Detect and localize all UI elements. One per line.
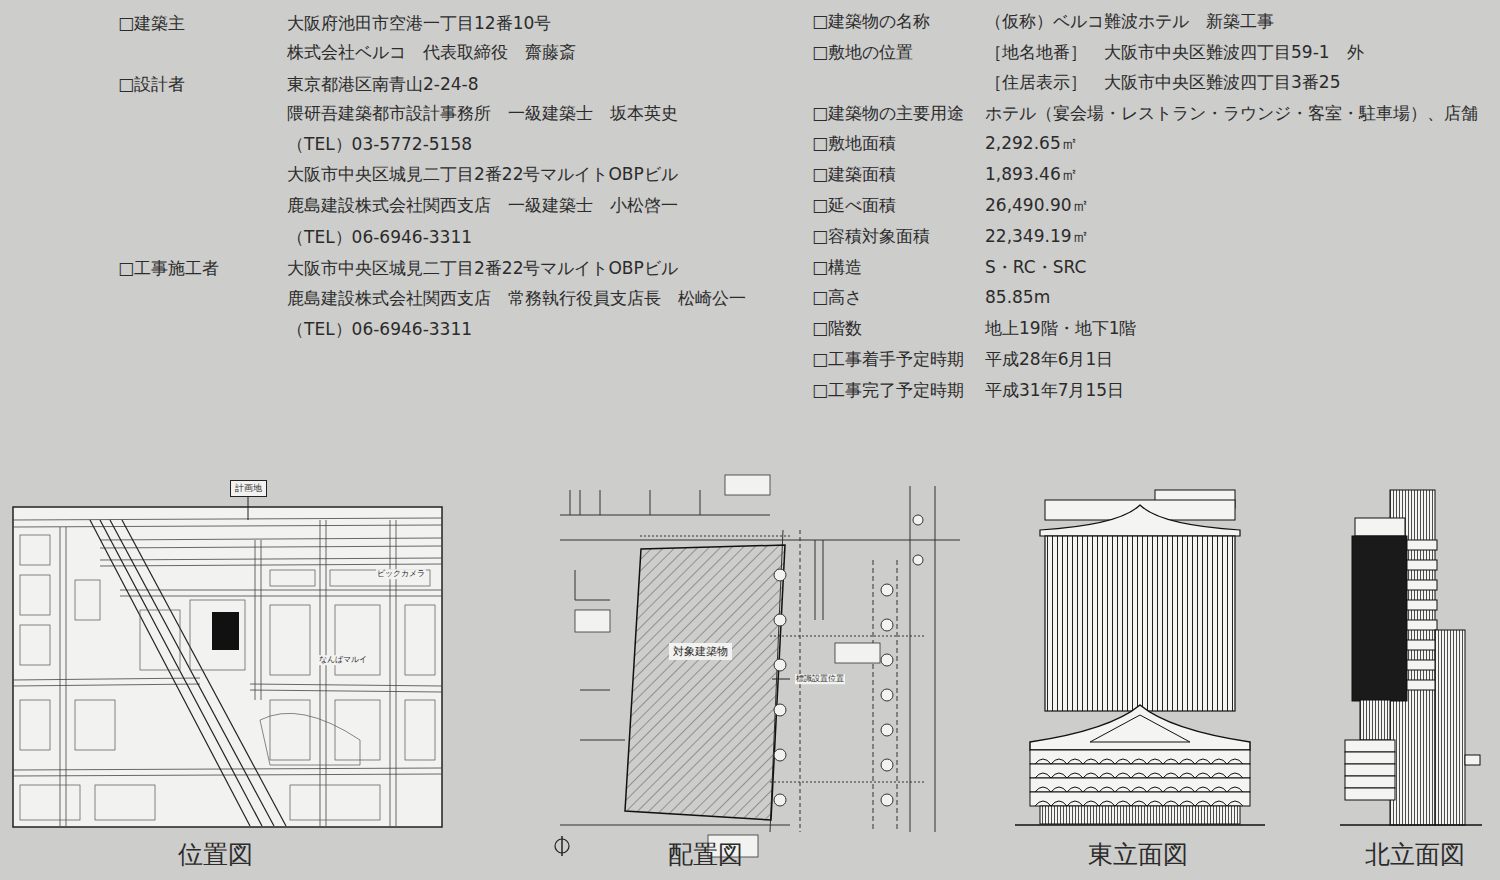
spec-text: 東京都港区南青山2-24-8 — [287, 74, 479, 94]
spec-text: 地上19階・地下1階 — [985, 318, 1136, 338]
site-plan — [555, 475, 960, 857]
spec-text: 株式会社ベルコ 代表取締役 齋藤斎 — [287, 42, 576, 62]
node-text: 対象建築物 — [673, 644, 728, 659]
east-elevation — [1015, 490, 1265, 825]
spec-text: □高さ — [812, 287, 862, 307]
spec-text: 26,490.90㎡ — [985, 195, 1089, 215]
spec-text: （TEL）06-6946-3311 — [287, 319, 472, 339]
spec-text: ホテル（宴会場・レストラン・ラウンジ・客室・駐車場）、店舗 — [985, 103, 1478, 123]
spec-text: □敷地面積 — [812, 133, 896, 153]
spec-text: 大阪府池田市空港一丁目12番10号 — [287, 13, 551, 33]
spec-text: □階数 — [812, 318, 862, 338]
site-marker-box: 計画地 — [230, 480, 267, 497]
map-label: なんばマルイ — [318, 655, 368, 665]
figure-caption: 東立面図 — [1088, 840, 1188, 870]
spec-text: □延べ面積 — [812, 195, 896, 215]
figure-caption: 配置図 — [668, 840, 743, 870]
spec-text: 大阪市中央区城見二丁目2番22号マルイトOBPビル — [287, 164, 678, 184]
spec-text: 鹿島建設株式会社関西支店 一級建築士 小松啓一 — [287, 195, 678, 215]
spec-text: 隈研吾建築都市設計事務所 一級建築士 坂本英史 — [287, 103, 678, 123]
spec-text: □工事着手予定時期 — [812, 349, 964, 369]
map-label: ビックカメラ — [376, 569, 426, 579]
spec-text: □建築面積 — [812, 164, 896, 184]
spec-text: ［住居表示］ 大阪市中央区難波四丁目3番25 — [985, 72, 1340, 92]
spec-text: □工事施工者 — [118, 258, 219, 278]
spec-text: □工事完了予定時期 — [812, 380, 964, 400]
spec-text: 鹿島建設株式会社関西支店 常務執行役員支店長 松崎公一 — [287, 288, 746, 308]
spec-text: 平成31年7月15日 — [985, 380, 1124, 400]
spec-text: ［地名地番］ 大阪市中央区難波四丁目59-1 外 — [985, 42, 1364, 62]
spec-text: 大阪市中央区城見二丁目2番22号マルイトOBPビル — [287, 258, 678, 278]
spec-text: □敷地の位置 — [812, 42, 913, 62]
spec-text: （仮称）ベルコ難波ホテル 新築工事 — [985, 11, 1274, 31]
spec-text: □構造 — [812, 257, 862, 277]
location-map — [13, 492, 442, 827]
map-label: 標識設置位置 — [795, 674, 845, 684]
spec-text: 85.85m — [985, 287, 1050, 307]
spec-text: 22,349.19㎡ — [985, 226, 1089, 246]
spec-text: □建築物の主要用途 — [812, 103, 964, 123]
spec-text: □容積対象面積 — [812, 226, 930, 246]
figure-caption: 位置図 — [178, 840, 253, 870]
spec-text: （TEL）03-5772-5158 — [287, 134, 472, 154]
north-elevation — [1340, 490, 1482, 825]
spec-text: 平成28年6月1日 — [985, 349, 1113, 369]
spec-text: 2,292.65㎡ — [985, 133, 1078, 153]
figure-caption: 北立面図 — [1365, 840, 1465, 870]
spec-text: S・RC・SRC — [985, 257, 1086, 277]
spec-text: （TEL）06-6946-3311 — [287, 227, 472, 247]
building-label: 対象建築物 — [669, 643, 732, 660]
node-text: 計画地 — [235, 482, 262, 495]
spec-text: □設計者 — [118, 74, 185, 94]
spec-text: 1,893.46㎡ — [985, 164, 1078, 184]
spec-text: □建築物の名称 — [812, 11, 930, 31]
spec-text: □建築主 — [118, 13, 185, 33]
